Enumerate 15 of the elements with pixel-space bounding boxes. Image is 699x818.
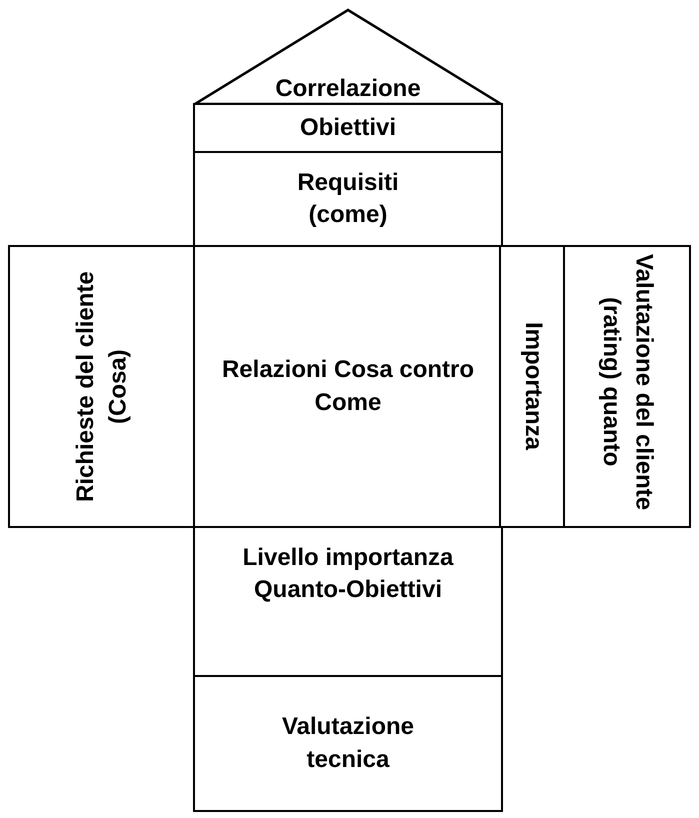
section-label: Livello importanza Quanto-Obiettivi: [242, 543, 454, 606]
matrix-section: [563, 245, 691, 528]
matrix-section: [193, 675, 503, 812]
section-label: Obiettivi: [300, 112, 396, 143]
roof-triangle: [193, 8, 503, 105]
section-label: Valutazione del cliente (rating) quanto: [597, 252, 658, 512]
matrix-section: [193, 103, 503, 153]
section-label: Relazioni Cosa contro Come: [220, 355, 476, 418]
matrix-section: [193, 151, 503, 247]
matrix-section: [193, 526, 503, 677]
section-label: Importanza: [519, 322, 548, 450]
section-label: Richieste del cliente (Cosa): [71, 270, 132, 504]
section-label: Valutazione tecnica: [280, 712, 416, 774]
section-label: Requisiti (come): [296, 168, 400, 230]
section-label: Correlazione: [275, 74, 421, 104]
